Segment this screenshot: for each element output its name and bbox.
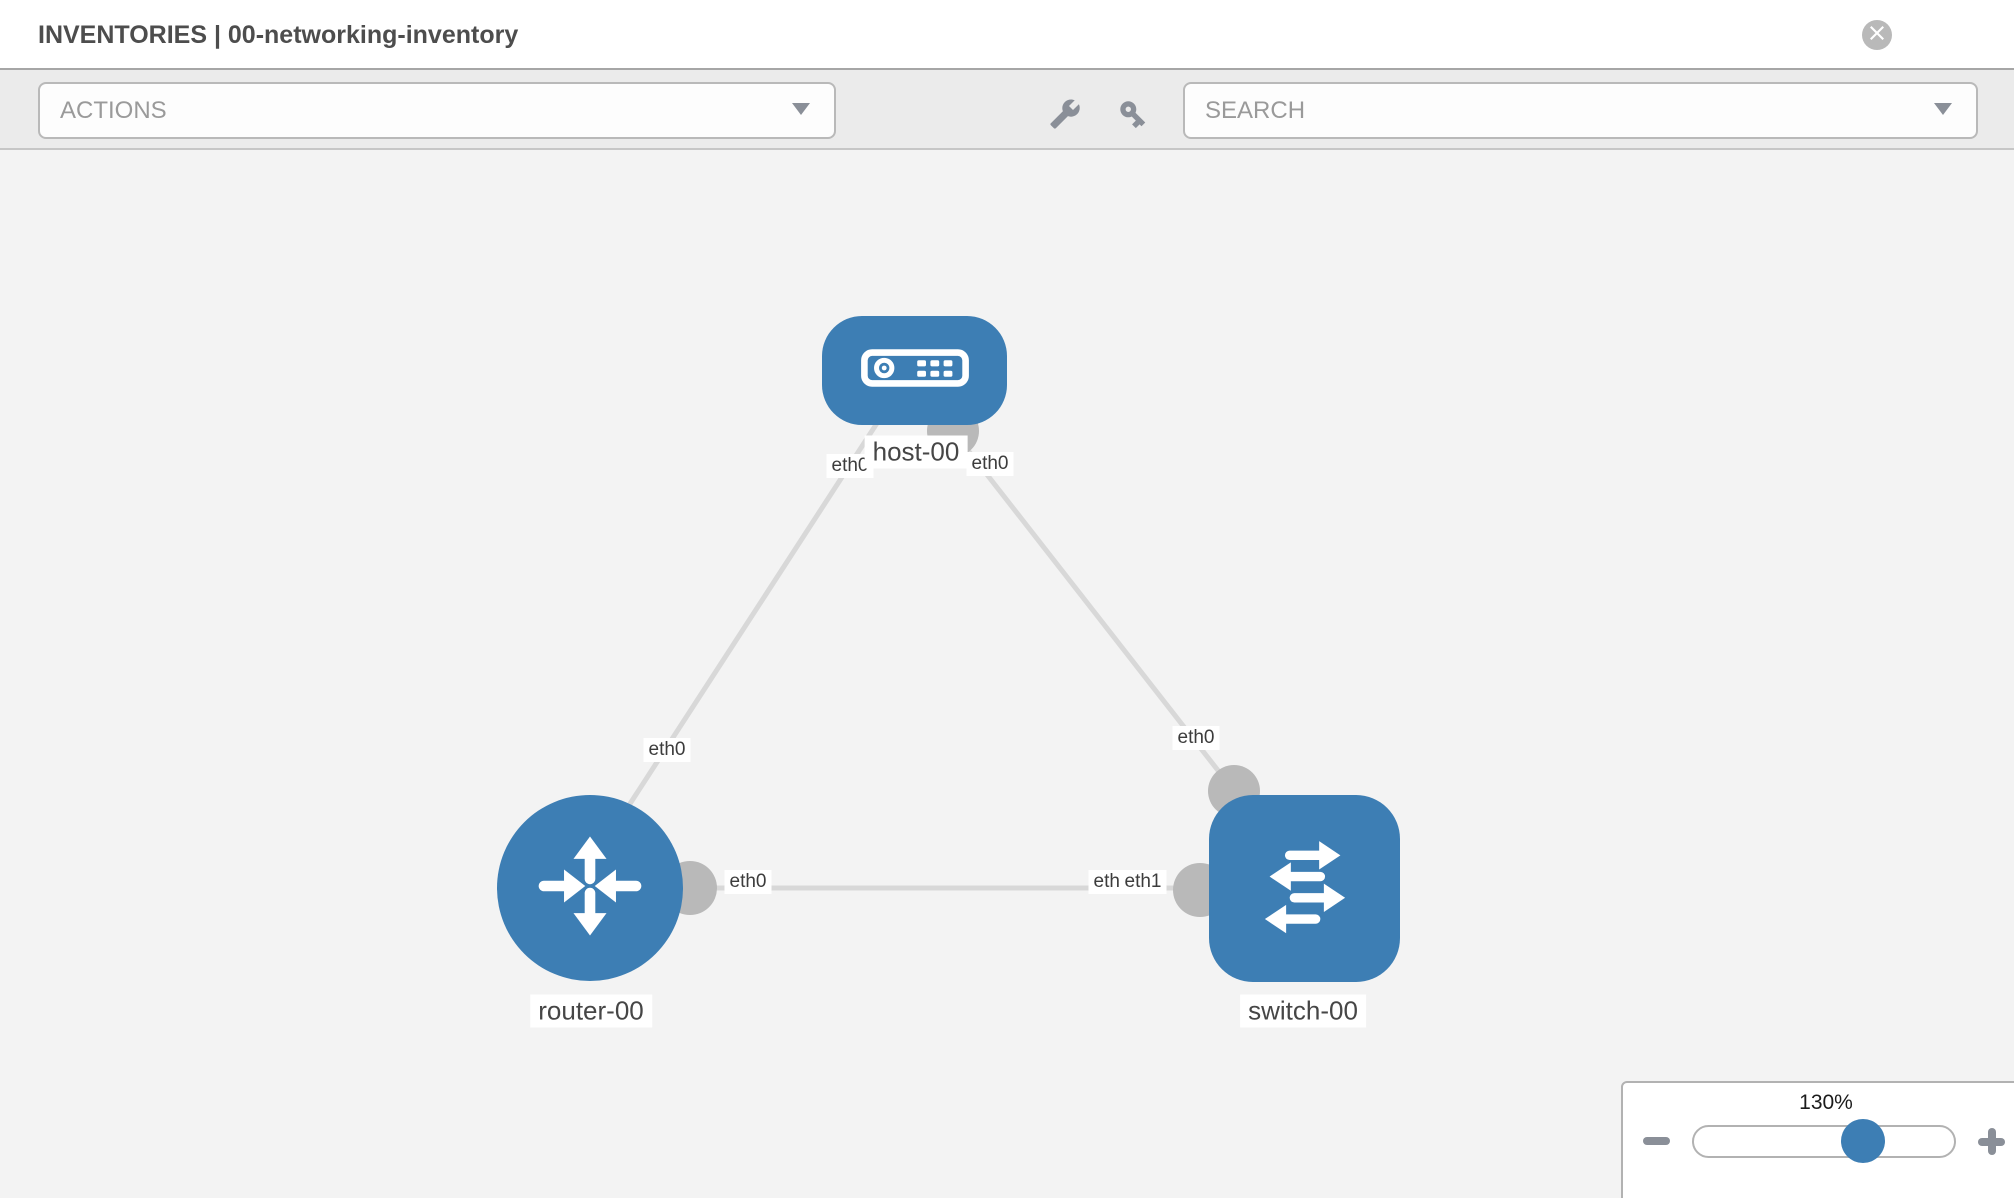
zoom-in-button plus-icon[interactable] (1978, 1128, 2005, 1155)
iface-label-router-eth0-uplink: eth0 (643, 738, 691, 762)
topology-canvas[interactable]: eth0 eth0 eth0 eth0 eth0 eth0 eth1 host-… (0, 150, 2014, 1198)
node-switch-00[interactable] (1209, 795, 1400, 982)
header-bar: INVENTORIES | 00-networking-inventory (0, 0, 2014, 70)
close-button[interactable] (1862, 20, 1892, 50)
topology-links-layer (597, 378, 1280, 917)
node-host-00[interactable] (822, 316, 1007, 425)
plus-icon-bar (1988, 1128, 1996, 1155)
node-label-host-00: host-00 (864, 435, 968, 469)
chevron-down-icon (792, 102, 810, 120)
chevron-down-icon (1934, 102, 1952, 120)
wrench-icon (1049, 98, 1081, 135)
zoom-slider-knob[interactable] (1841, 1119, 1885, 1163)
link-host-router (597, 378, 908, 852)
iface-label-host-eth0-right: eth0 (966, 452, 1014, 476)
key-credentials-button[interactable] (1113, 96, 1153, 136)
actions-dropdown[interactable]: ACTIONS (38, 82, 836, 139)
page-title: INVENTORIES | 00-networking-inventory (38, 21, 519, 49)
switch-arrows-icon (1246, 827, 1364, 950)
host-server-icon (860, 347, 970, 394)
zoom-slider-track[interactable] (1692, 1125, 1956, 1158)
actions-dropdown-label: ACTIONS (60, 96, 167, 124)
zoom-out-button minus-icon[interactable] (1643, 1137, 1670, 1145)
node-router-00[interactable] (497, 795, 683, 981)
iface-label-switch-eth1: eth1 (1119, 870, 1167, 894)
search-dropdown[interactable]: SEARCH (1183, 82, 1978, 139)
router-arrows-icon (531, 827, 649, 950)
close-icon (1870, 25, 1884, 45)
node-label-router-00: router-00 (530, 994, 652, 1028)
toolbar: ACTIONS (0, 70, 2014, 150)
search-placeholder: SEARCH (1205, 96, 1306, 124)
iface-label-switch-eth0: eth0 (1172, 726, 1220, 750)
zoom-level-value: 130% (1799, 1091, 1853, 1114)
node-label-switch-00: switch-00 (1240, 994, 1366, 1028)
configure-button[interactable] (1045, 96, 1085, 136)
key-icon (1117, 98, 1149, 135)
iface-label-router-eth0-lan: eth0 (724, 870, 772, 894)
